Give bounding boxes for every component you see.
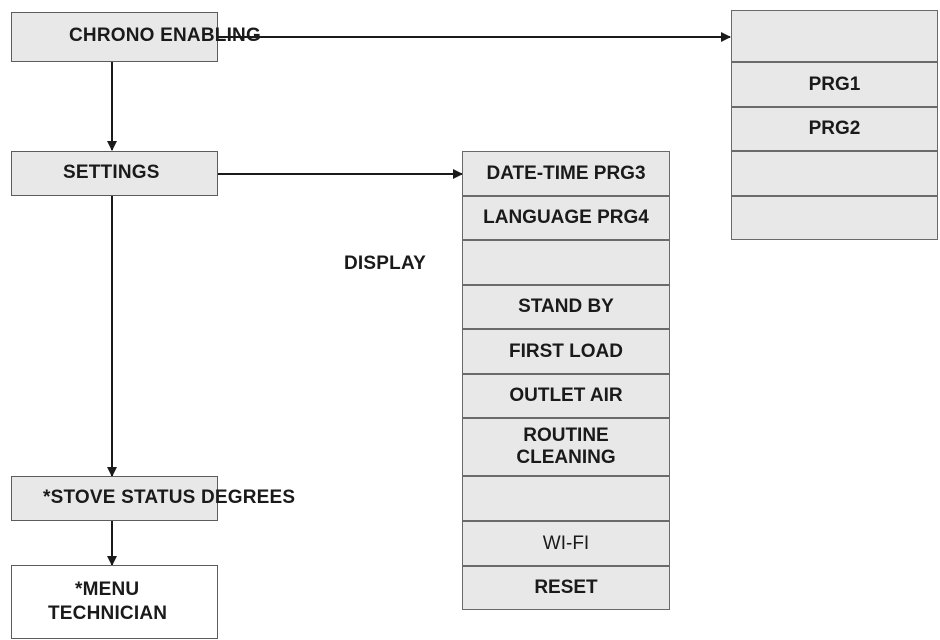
menu-technician-label-line1: *MENU [75,579,140,600]
chrono-enabling-box[interactable] [11,12,218,62]
chrono-enabling-label: CHRONO ENABLING [69,25,261,46]
settings-item-language[interactable]: LANGUAGE PRG4 [462,196,670,240]
display-label: DISPLAY [344,253,427,274]
menu-technician-label-line2: TECHNICIAN [48,603,168,624]
settings-box[interactable] [11,151,218,196]
chrono-list-item[interactable] [731,196,938,240]
chrono-list-item[interactable] [731,10,938,62]
settings-item-outlet-air[interactable]: OUTLET AIR [462,374,670,418]
settings-item[interactable] [462,476,670,521]
settings-item-date-time[interactable]: DATE-TIME PRG3 [462,151,670,196]
settings-item-reset[interactable]: RESET [462,566,670,610]
chrono-list-item[interactable] [731,151,938,196]
settings-item-wifi[interactable]: WI-FI [462,521,670,566]
stove-status-degrees-box[interactable] [11,476,218,521]
settings-label: SETTINGS [63,162,160,183]
chrono-list-item-prg2[interactable]: PRG2 [731,107,938,151]
stove-status-degrees-label: *STOVE STATUS DEGREES [43,487,296,508]
settings-item-first-load[interactable]: FIRST LOAD [462,329,670,374]
settings-item-display[interactable] [462,240,670,285]
menu-technician-box[interactable] [11,565,218,639]
chrono-list-item-prg1[interactable]: PRG1 [731,62,938,107]
settings-item-routine-cleaning[interactable]: ROUTINE CLEANING [462,418,670,476]
settings-item-stand-by[interactable]: STAND BY [462,285,670,329]
